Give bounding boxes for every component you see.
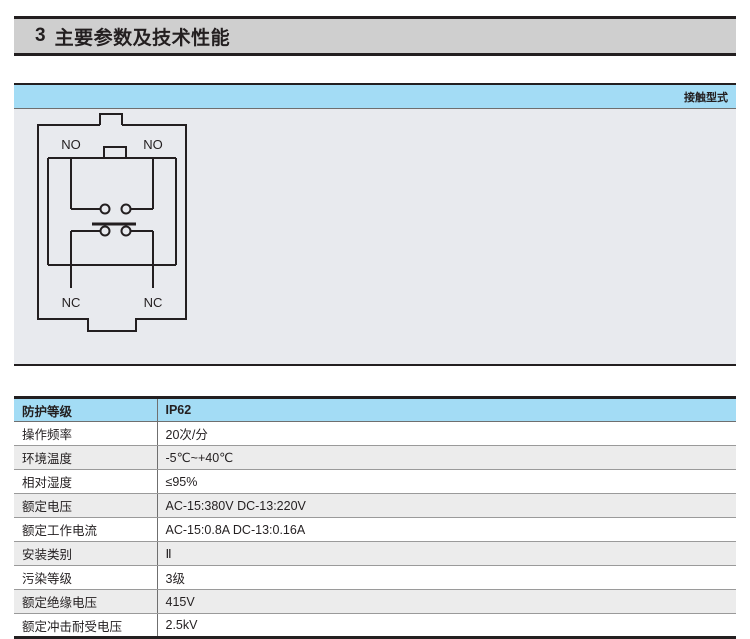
contact-diagram: NO NO NC NC <box>37 113 187 332</box>
row-key: 额定电压 <box>14 493 158 518</box>
no-contact-dot-right <box>120 203 132 215</box>
table-row: 污染等级 3级 <box>14 565 736 590</box>
contact-type-body: NO NO NC NC <box>14 109 736 364</box>
nc-contact-dot-left <box>99 225 111 237</box>
contact-type-panel: 接触型式 <box>14 83 736 366</box>
row-key: 相对湿度 <box>14 469 158 494</box>
row-value: Ⅱ <box>157 541 736 566</box>
label-nc-right: NC <box>144 295 163 310</box>
row-key: 污染等级 <box>14 565 158 590</box>
row-value: AC-15:0.8A DC-13:0.16A <box>157 517 736 542</box>
table-row: 额定绝缘电压 415V <box>14 589 736 614</box>
no-contact-dot-left <box>99 203 111 215</box>
label-no-right: NO <box>143 137 163 152</box>
table-row: 环境温度 -5℃~+40℃ <box>14 445 736 470</box>
row-key: 额定工作电流 <box>14 517 158 542</box>
contact-type-label: 接触型式 <box>684 91 728 104</box>
row-key: 环境温度 <box>14 445 158 470</box>
section-number: 3 <box>35 25 46 46</box>
label-nc-left: NC <box>62 295 81 310</box>
row-key: 额定绝缘电压 <box>14 589 158 614</box>
table-row: 安装类别 Ⅱ <box>14 541 736 566</box>
row-value: 3级 <box>157 565 736 590</box>
nc-contact-dot-right <box>120 225 132 237</box>
row-value: AC-15:380V DC-13:220V <box>157 493 736 518</box>
contact-type-header: 接触型式 <box>14 85 736 109</box>
row-value: 20次/分 <box>157 421 736 446</box>
table-row: 额定工作电流 AC-15:0.8A DC-13:0.16A <box>14 517 736 542</box>
row-value: -5℃~+40℃ <box>157 445 736 470</box>
label-no-left: NO <box>61 137 81 152</box>
table-row: 额定电压 AC-15:380V DC-13:220V <box>14 493 736 518</box>
table-row: 操作频率 20次/分 <box>14 421 736 446</box>
row-value: ≤95% <box>157 469 736 494</box>
table-header-key: 防护等级 <box>14 397 158 422</box>
row-key: 操作频率 <box>14 421 158 446</box>
specification-table: 防护等级 IP62 操作频率 20次/分 环境温度 -5℃~+40℃ 相对湿度 … <box>14 396 736 639</box>
specification-table-body: 防护等级 IP62 操作频率 20次/分 环境温度 -5℃~+40℃ 相对湿度 … <box>14 397 736 638</box>
row-key: 安装类别 <box>14 541 158 566</box>
table-row: 相对湿度 ≤95% <box>14 469 736 494</box>
section-title-text: 主要参数及技术性能 <box>54 27 231 49</box>
section-title-band: 3 主要参数及技术性能 <box>14 16 736 56</box>
table-header-value: IP62 <box>157 397 736 422</box>
row-value: 415V <box>157 589 736 614</box>
table-header-row: 防护等级 IP62 <box>14 397 736 422</box>
